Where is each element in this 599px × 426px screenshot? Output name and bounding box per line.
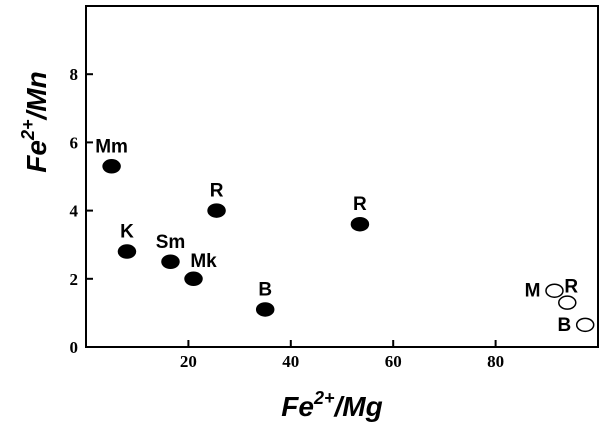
point-label: R [353,194,367,215]
point-label: Mm [95,136,128,157]
point-label: Sm [156,232,186,253]
open-point [545,283,564,298]
y-axis-ticks: 0 2 4 6 8 [70,65,93,357]
point-label: K [120,222,134,243]
y-axis-title-sup: 2+ [18,119,38,141]
point-label: B [258,279,272,300]
point-label: B [557,315,571,336]
x-tick-label: 80 [487,352,504,371]
open-point [558,295,577,310]
x-axis-title-base: Fe [281,391,314,422]
point-label: R [564,277,578,298]
point-label: R [210,181,224,202]
x-tick-label: 20 [180,352,197,371]
y-axis-title: Fe2+/Mn [18,71,52,172]
data-points [102,159,595,333]
y-axis-title-base: Fe [21,140,52,173]
filled-point [255,302,275,317]
x-axis-title: Fe2+/Mg [281,388,382,422]
filled-point [102,159,121,174]
y-tick-label: 4 [70,202,79,221]
point-label: Mk [190,251,217,272]
point-label: M [525,281,541,302]
y-tick-label: 8 [70,65,79,84]
y-axis-title-rest: /Mn [21,71,52,121]
x-axis-ticks: 20 40 60 80 [180,340,504,371]
filled-point [161,254,180,269]
x-axis-title-sup: 2+ [313,388,335,408]
filled-point [117,244,137,259]
y-tick-label: 2 [70,270,79,289]
open-point [575,317,595,333]
filled-point [207,203,226,218]
x-axis-title-rest: /Mg [333,391,383,422]
y-tick-label: 0 [70,338,79,357]
y-tick-label: 6 [70,133,79,152]
x-tick-label: 60 [385,352,402,371]
filled-point [350,216,370,232]
x-tick-label: 40 [282,352,299,371]
plot-frame [85,5,599,348]
filled-point [184,271,203,287]
